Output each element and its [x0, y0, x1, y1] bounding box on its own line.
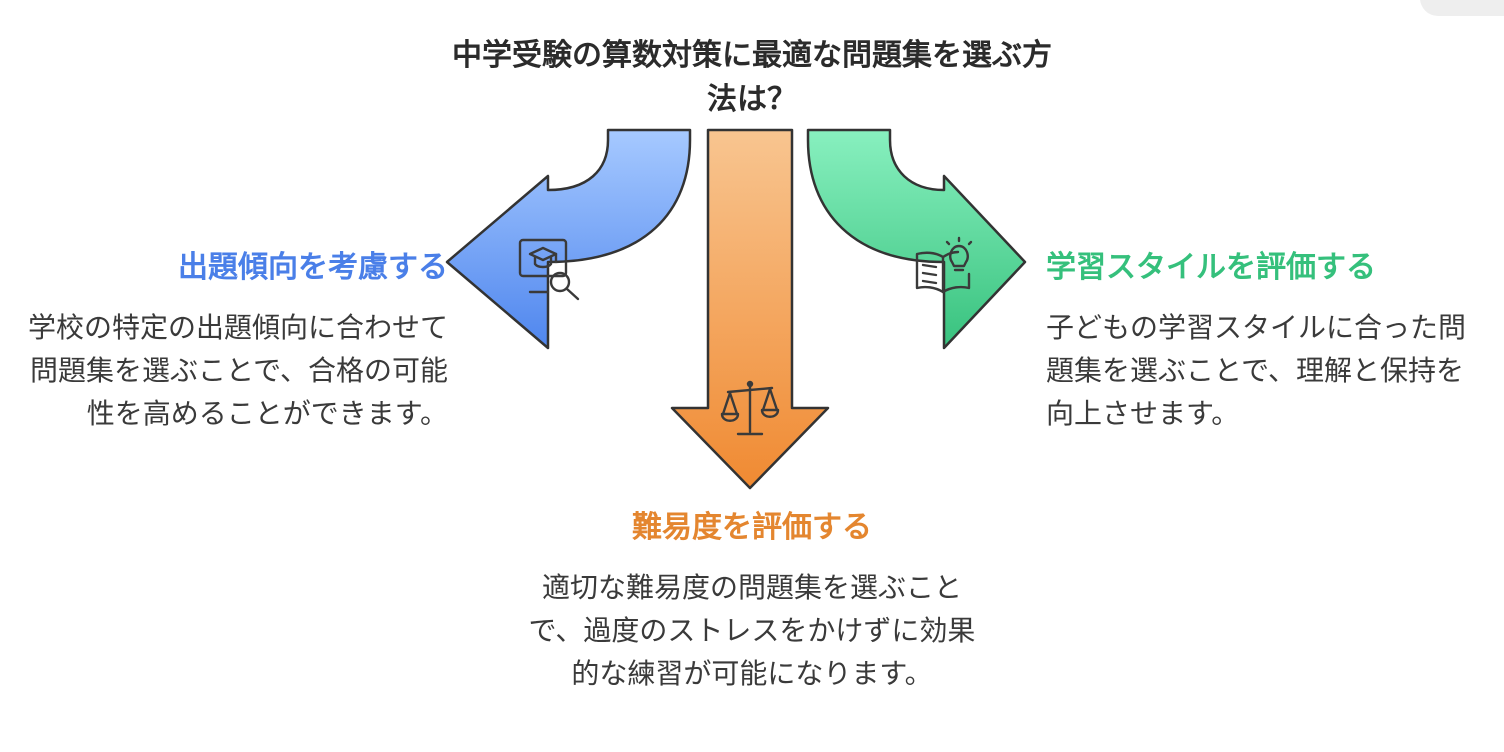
right-branch-description: 子どもの学習スタイルに合った問題集を選ぶことで、理解と保持を向上させます。: [1046, 311, 1467, 430]
diagram-title: 中学受験の算数対策に最適な問題集を選ぶ方法は？: [452, 38, 1052, 117]
bottom-branch-description: 適切な難易度の問題集を選ぶことで、過度のストレスをかけずに効果的な練習が可能にな…: [528, 571, 976, 690]
balance-scale-icon: [720, 380, 780, 436]
bottom-branch-heading: 難易度を評価する: [632, 510, 872, 545]
book-lightbulb-icon: [915, 236, 973, 294]
right-branch-heading: 学習スタイルを評価する: [1046, 250, 1376, 285]
arrow-left: [445, 128, 692, 350]
corner-tab: [1420, 0, 1504, 16]
left-branch-heading: 出題傾向を考慮する: [178, 250, 448, 285]
arrow-down: [670, 128, 830, 490]
online-learning-search-icon: [518, 238, 580, 301]
left-branch-description: 学校の特定の出題傾向に合わせて問題集を選ぶことで、合格の可能性を高めることができ…: [27, 311, 448, 430]
arrow-right: [806, 128, 1027, 350]
